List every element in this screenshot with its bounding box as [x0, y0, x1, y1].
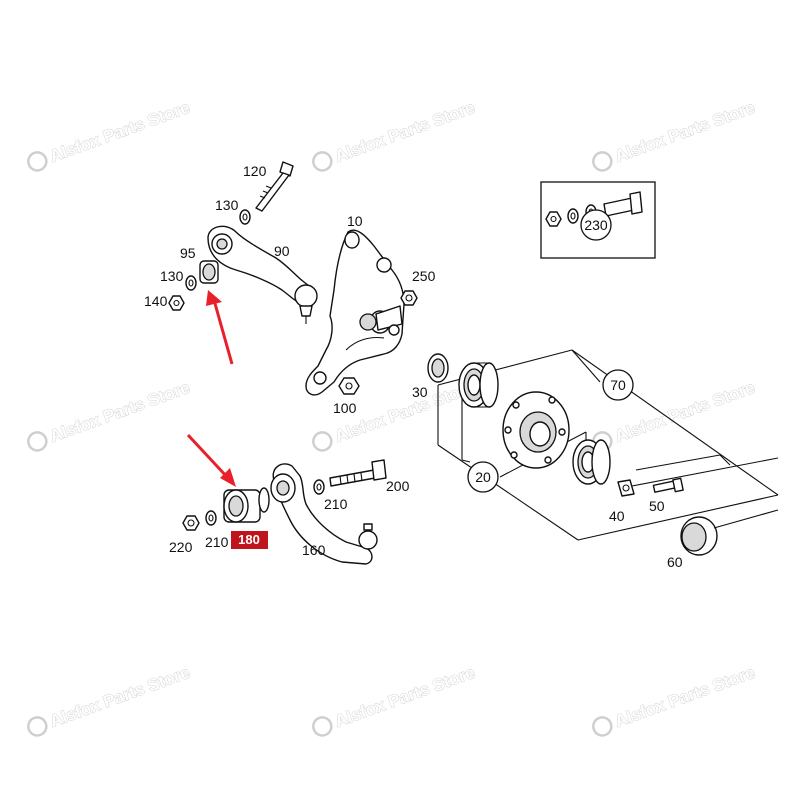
- nut-icon: [338, 377, 360, 395]
- svg-text:Alsfox Parts Store: Alsfox Parts Store: [47, 663, 192, 731]
- part-label-90: 90: [274, 243, 290, 259]
- nut-icon: [168, 295, 185, 311]
- dust-cap-icon: [680, 509, 779, 556]
- part-label-200: 200: [386, 478, 410, 494]
- part-label-180: 180: [238, 532, 260, 547]
- part-label-160: 160: [302, 542, 326, 558]
- svg-text:20: 20: [475, 469, 491, 485]
- part-label-210-right: 210: [324, 496, 348, 512]
- part-label-250: 250: [412, 268, 436, 284]
- svg-text:Alsfox Parts Store: Alsfox Parts Store: [612, 663, 757, 731]
- watermark: Alsfox Parts Store: [27, 662, 193, 737]
- part-label-95: 95: [180, 245, 196, 261]
- part-label-220: 220: [169, 539, 193, 555]
- watermark: Alsfox Parts Store: [312, 97, 478, 172]
- bolt-kit-box: 230: [540, 181, 656, 259]
- svg-text:Alsfox Parts Store: Alsfox Parts Store: [612, 98, 757, 166]
- part-number-badge: 180: [231, 531, 268, 549]
- washer-icon: [185, 275, 197, 291]
- svg-text:Alsfox Parts Store: Alsfox Parts Store: [47, 98, 192, 166]
- bearing-icon: [458, 362, 499, 408]
- part-label-230: 230: [584, 217, 608, 233]
- svg-text:Alsfox Parts Store: Alsfox Parts Store: [332, 663, 477, 731]
- part-label-30: 30: [412, 384, 428, 400]
- part-label-100: 100: [333, 400, 357, 416]
- seal-ring: [427, 353, 449, 383]
- bearing-icon: [572, 439, 611, 485]
- part-label-130-side: 130: [160, 268, 184, 284]
- part-label-10: 10: [347, 213, 363, 229]
- steering-knuckle: [305, 229, 405, 396]
- callout-arrow-icon: [186, 433, 236, 487]
- part-label-120: 120: [243, 163, 267, 179]
- washer-icon: [313, 479, 325, 495]
- callout-circle-70: 70: [602, 369, 634, 401]
- bolt-icon: [652, 477, 684, 493]
- callout-arrow-icon: [206, 290, 234, 365]
- watermark: Alsfox Parts Store: [592, 97, 758, 172]
- washer-icon: [205, 510, 217, 526]
- nut-icon: [182, 515, 200, 531]
- part-label-210-left: 210: [205, 534, 229, 550]
- svg-text:Alsfox Parts Store: Alsfox Parts Store: [612, 378, 757, 446]
- hub-icon: [502, 391, 570, 469]
- watermark: Alsfox Parts Store: [27, 377, 193, 452]
- upper-control-arm: [207, 225, 318, 324]
- bushing-icon: [199, 260, 219, 284]
- part-label-60: 60: [667, 554, 683, 570]
- watermark: Alsfox Parts Store: [312, 662, 478, 737]
- lower-control-arm: [270, 463, 378, 565]
- bolt-icon: [255, 161, 294, 212]
- washer-icon: [239, 209, 251, 225]
- nut-icon: [400, 290, 418, 306]
- callout-circle-20: 20: [467, 461, 499, 493]
- svg-text:Alsfox Parts Store: Alsfox Parts Store: [47, 378, 192, 446]
- clip-40: [617, 457, 779, 497]
- svg-text:Alsfox Parts Store: Alsfox Parts Store: [332, 98, 477, 166]
- watermark: Alsfox Parts Store: [592, 662, 758, 737]
- svg-text:70: 70: [610, 377, 626, 393]
- part-label-130-top: 130: [215, 197, 239, 213]
- bushing-icon: [223, 487, 270, 523]
- bolt-icon: [329, 459, 387, 487]
- part-label-50: 50: [649, 498, 665, 514]
- part-label-40: 40: [609, 508, 625, 524]
- watermark: Alsfox Parts Store: [27, 97, 193, 172]
- part-label-140: 140: [144, 293, 168, 309]
